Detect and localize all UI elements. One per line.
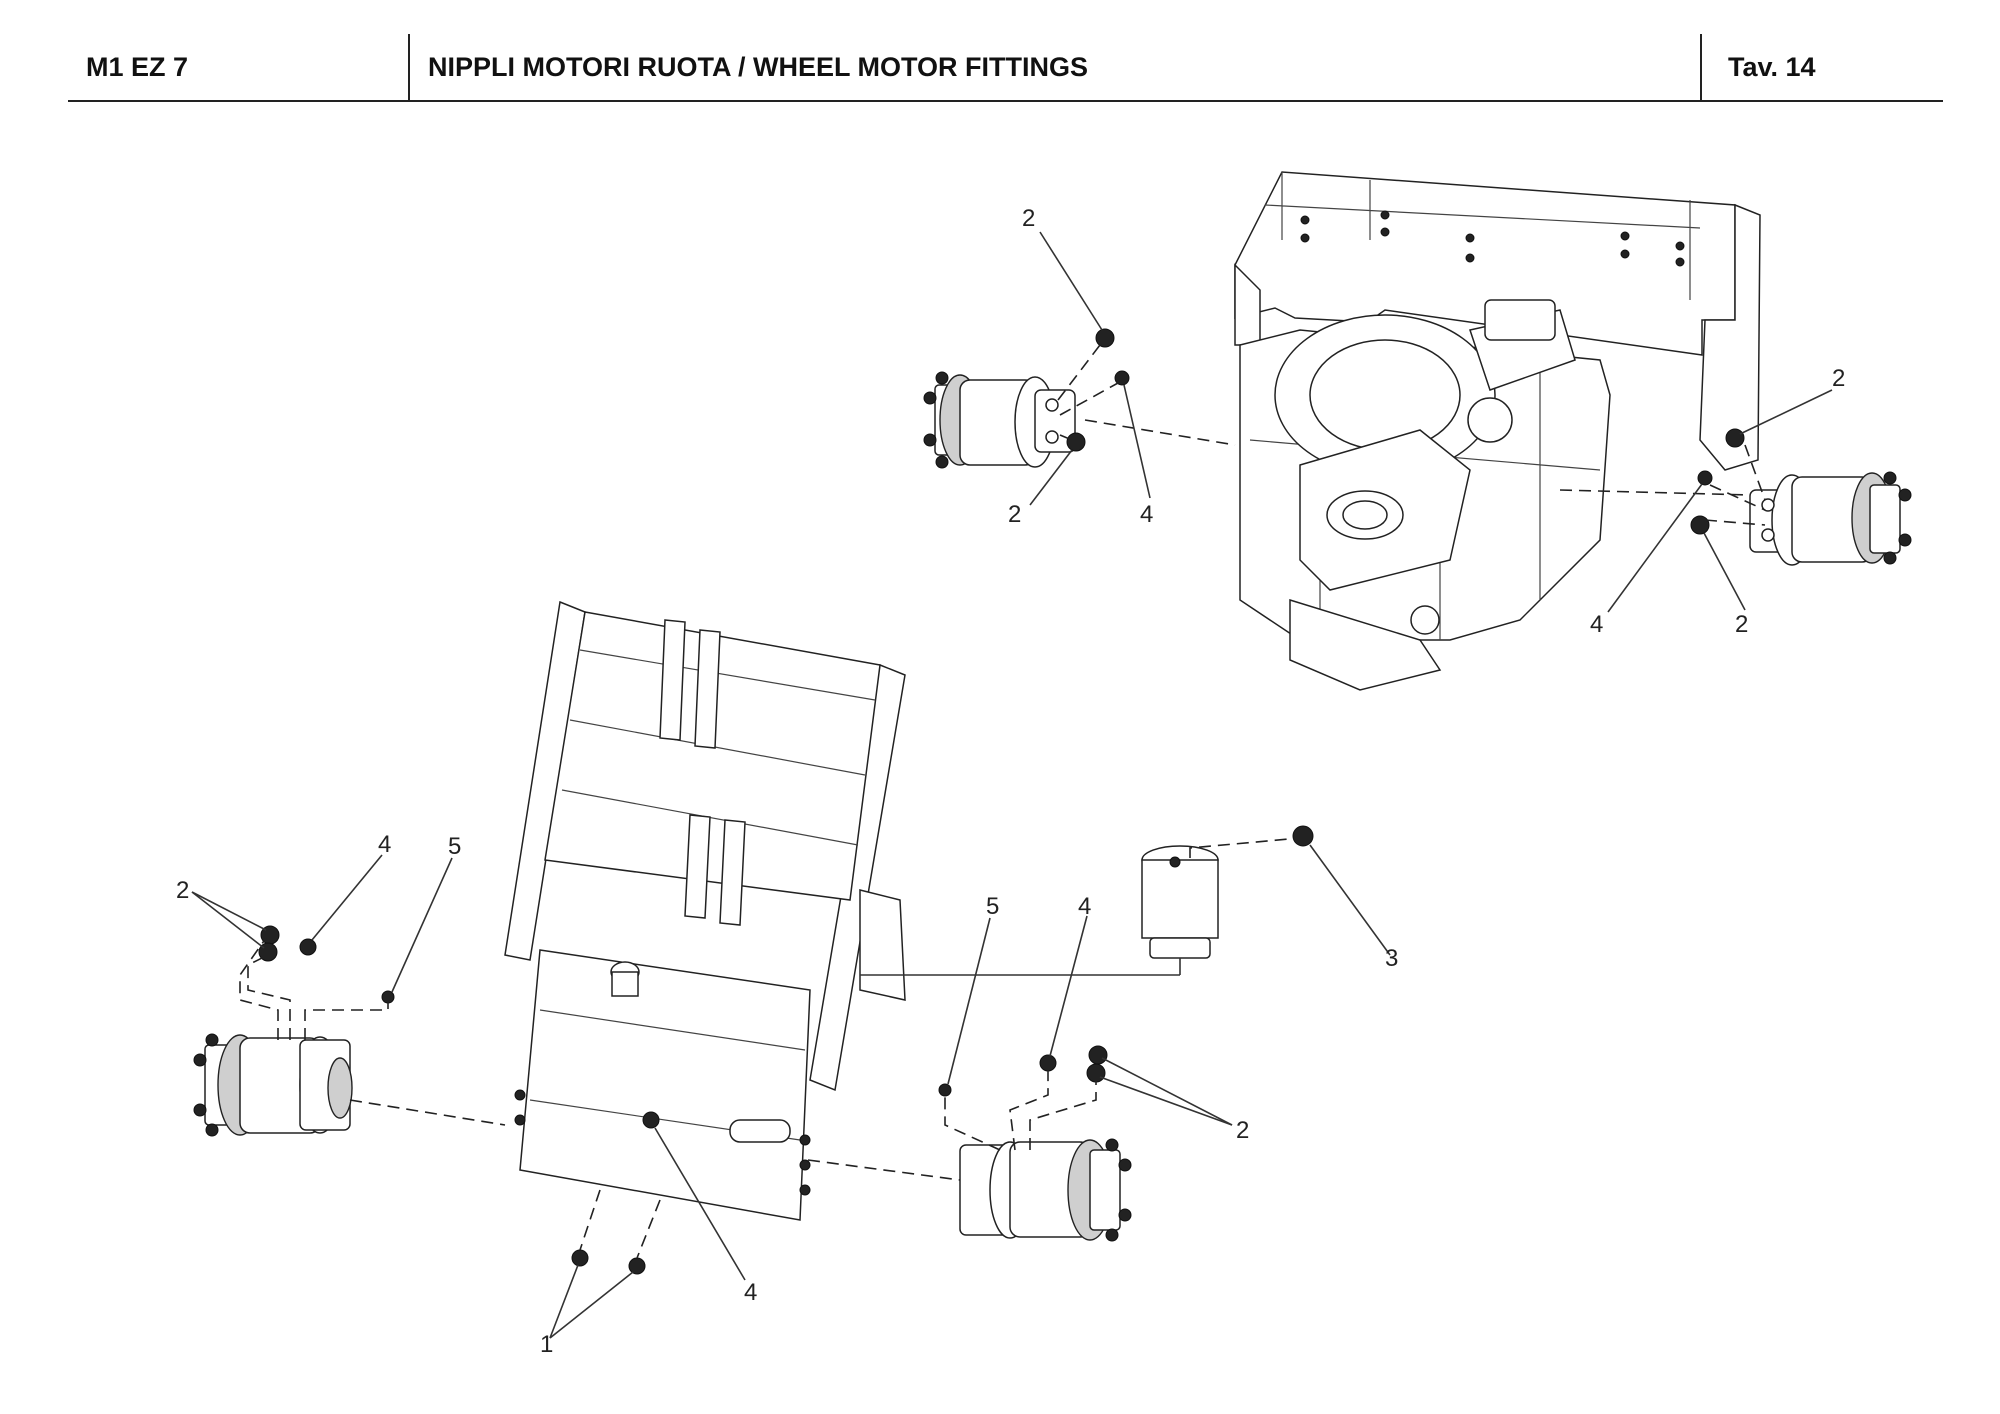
lower-connection-lines xyxy=(239,837,1301,1259)
upper-connection-lines xyxy=(1057,344,1766,526)
callout-label: 4 xyxy=(1078,893,1091,920)
callout-label: 2 xyxy=(1735,611,1748,638)
callout-label: 2 xyxy=(1832,365,1845,392)
callout-label: 2 xyxy=(1236,1117,1249,1144)
upper-chassis xyxy=(1234,171,1761,691)
callout-label: 2 xyxy=(176,877,189,904)
callout-label: 2 xyxy=(1008,501,1021,528)
callout-label: 4 xyxy=(1140,501,1153,528)
callout-numbers: 2 2 4 2 4 2 2 4 5 5 4 3 2 4 1 xyxy=(176,205,1845,1358)
callout-label: 5 xyxy=(448,833,461,860)
callout-label: 4 xyxy=(378,831,391,858)
callout-label: 1 xyxy=(540,1331,553,1358)
drawing-code: M1 EZ 7 xyxy=(86,51,189,82)
callout-leaders xyxy=(191,231,1833,1339)
upper-fittings xyxy=(1066,328,1745,535)
upper-left-wheel-motor xyxy=(923,371,1076,469)
chassis-bolts xyxy=(1300,210,1685,267)
drawing-title: NIPPLI MOTORI RUOTA / WHEEL MOTOR FITTIN… xyxy=(408,34,1088,100)
filter-canister xyxy=(1141,845,1219,975)
lower-right-wheel-motor xyxy=(959,1138,1132,1242)
title-block: M1 EZ 7 NIPPLI MOTORI RUOTA / WHEEL MOTO… xyxy=(68,34,1943,102)
lower-undercarriage-frame xyxy=(504,600,906,1221)
upper-right-wheel-motor xyxy=(1749,471,1912,566)
callout-label: 5 xyxy=(986,893,999,920)
callout-label: 4 xyxy=(1590,611,1603,638)
table-number: Tav. 14 xyxy=(1700,34,1816,100)
callout-label: 2 xyxy=(1022,205,1035,232)
callout-label: 3 xyxy=(1385,945,1398,972)
lower-left-wheel-motor xyxy=(193,1033,353,1137)
callout-label: 4 xyxy=(744,1279,757,1306)
